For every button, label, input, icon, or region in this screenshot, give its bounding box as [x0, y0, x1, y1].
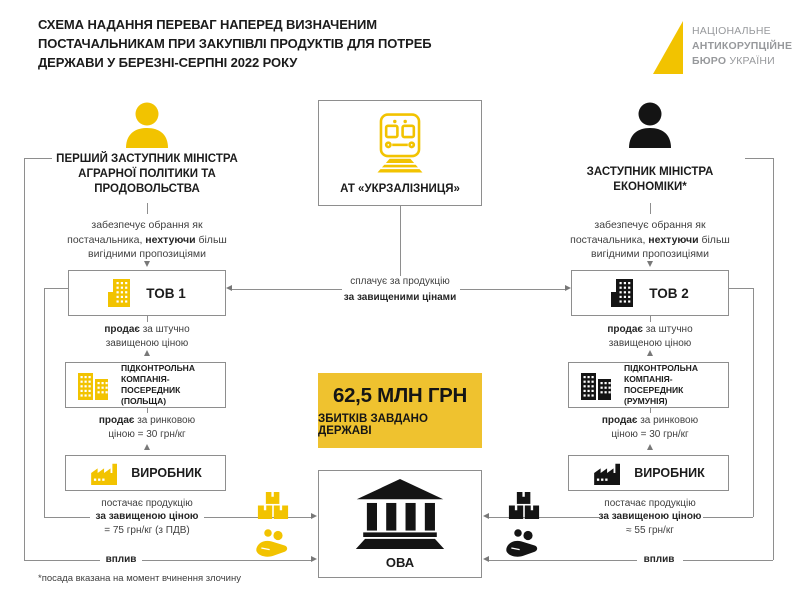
arrow-up-icon — [646, 350, 653, 356]
arrow-up-icon — [143, 350, 150, 356]
pays-label-line1: сплачує за продукцію — [350, 276, 450, 287]
right-supplies-line2: за завищеною ціною — [598, 511, 702, 522]
government-building-icon — [354, 478, 446, 549]
nabu-logo-text: НАЦІОНАЛЬНЕ АНТИКОРУПЦІЙНЕ БЮРО УКРАЇНИ — [692, 24, 792, 69]
arrow-left-icon — [226, 285, 232, 291]
right-tov-box: ТОВ 2 — [571, 270, 729, 316]
right-supplies-line1: постачає продукцію — [604, 498, 696, 509]
connector-line — [204, 517, 311, 518]
right-producer-label: ВИРОБНИК — [634, 466, 705, 480]
influence-line — [489, 560, 637, 561]
connector-line — [399, 206, 401, 276]
arrow-right-icon — [311, 513, 317, 519]
left-intermediary-label: ПІДКОНТРОЛЬНА КОМПАНІЯ-ПОСЕРЕДНИК (ПОЛЬЩ… — [121, 363, 195, 406]
arrow-down-icon — [646, 261, 653, 267]
train-icon — [372, 112, 428, 176]
hand-money-icon — [252, 528, 294, 558]
connector-line — [146, 408, 148, 413]
building-icon — [108, 279, 134, 307]
right-intermediary-label: ПІДКОНТРОЛЬНА КОМПАНІЯ-ПОСЕРЕДНИК (РУМУН… — [624, 363, 698, 406]
bracket-line — [24, 158, 25, 560]
bracket-line — [773, 158, 774, 560]
influence-line — [683, 560, 773, 561]
connector-line — [146, 203, 148, 214]
factory-icon — [592, 461, 624, 485]
left-tov-label: ТОВ 1 — [146, 285, 186, 301]
right-tov-label: ТОВ 2 — [649, 285, 689, 301]
right-official-person-icon — [627, 102, 673, 150]
right-market-label: продає за ринковою ціною = 30 грн/кг — [601, 415, 699, 440]
influence-line — [142, 560, 311, 561]
right-influence-label: вплив — [643, 554, 675, 565]
connector-line — [703, 517, 753, 518]
left-producer-label: ВИРОБНИК — [131, 466, 202, 480]
right-resells-label: продає за штучно завищеною ціною — [607, 324, 693, 349]
right-producer-box: ВИРОБНИК — [568, 455, 729, 491]
logo-line-3: БЮРО УКРАЇНИ — [692, 55, 775, 67]
buildings-icon — [581, 370, 615, 400]
bracket-line — [729, 288, 753, 289]
packages-icon — [506, 492, 542, 519]
right-intermediary-box: ПІДКОНТРОЛЬНА КОМПАНІЯ-ПОСЕРЕДНИК (РУМУН… — [568, 362, 729, 408]
right-supplies-line3: ≈ 55 грн/кг — [626, 525, 674, 536]
ova-label: ОВА — [385, 554, 415, 570]
left-official-person-icon — [124, 102, 170, 150]
left-supplies-line2: за завищеною ціною — [95, 511, 199, 522]
connector-line — [649, 316, 651, 322]
right-ensures-label: забезпечує обрання як постачальника, нех… — [570, 219, 730, 260]
left-producer-box: ВИРОБНИК — [65, 455, 226, 491]
railway-box: АТ «УКРЗАЛІЗНИЦЯ» — [318, 100, 482, 206]
bracket-line — [44, 288, 45, 517]
left-ensures-label: забезпечує обрання як постачальника, нех… — [67, 219, 227, 260]
logo-line-1: НАЦІОНАЛЬНЕ — [692, 25, 771, 37]
connector-line — [460, 289, 565, 290]
packages-icon — [255, 492, 291, 519]
arrow-right-icon — [565, 285, 571, 291]
damage-caption: ЗБИТКІВ ЗАВДАНО ДЕРЖАВІ — [318, 413, 428, 437]
connector-line — [649, 203, 651, 214]
left-tov-box: ТОВ 1 — [68, 270, 226, 316]
bracket-line — [753, 288, 754, 517]
connector-line — [44, 517, 90, 518]
left-supplies-line1: постачає продукцію — [101, 498, 193, 509]
arrow-up-icon — [143, 444, 150, 450]
pays-label-line2: за завищеними цінами — [343, 292, 457, 303]
nabu-logo-triangle-icon — [653, 21, 683, 74]
left-influence-label: вплив — [105, 554, 137, 565]
bracket-line — [44, 288, 68, 289]
ova-box: ОВА — [318, 470, 482, 578]
left-intermediary-box: ПІДКОНТРОЛЬНА КОМПАНІЯ-ПОСЕРЕДНИК (ПОЛЬЩ… — [65, 362, 226, 408]
connector-line — [146, 316, 148, 322]
left-official-title: ПЕРШИЙ ЗАСТУПНИК МІНІСТРА АГРАРНОЇ ПОЛІТ… — [56, 153, 238, 195]
footnote: *посада вказана на момент вчинення злочи… — [38, 573, 241, 584]
buildings-icon — [78, 370, 112, 400]
factory-icon — [89, 461, 121, 485]
damage-box: 62,5 МЛН ГРН ЗБИТКІВ ЗАВДАНО ДЕРЖАВІ — [318, 373, 482, 448]
logo-line-2: АНТИКОРУПЦІЙНЕ — [692, 40, 793, 52]
page-title: СХЕМА НАДАННЯ ПЕРЕВАГ НАПЕРЕД ВИЗНАЧЕНИМ… — [38, 17, 432, 70]
arrow-down-icon — [143, 261, 150, 267]
arrow-right-icon — [311, 556, 317, 562]
left-resells-label: продає за штучно завищеною ціною — [104, 324, 190, 349]
connector-line — [232, 289, 342, 290]
hand-money-icon — [502, 528, 544, 558]
arrow-left-icon — [483, 556, 489, 562]
right-official-title: ЗАСТУПНИК МІНІСТРА ЕКОНОМІКИ* — [586, 166, 714, 193]
influence-line — [24, 560, 100, 561]
connector-line — [489, 517, 599, 518]
building-icon — [611, 279, 637, 307]
connector-line — [649, 408, 651, 413]
bracket-line — [745, 158, 773, 159]
left-supplies-line3: = 75 грн/кг (з ПДВ) — [104, 525, 190, 536]
arrow-left-icon — [483, 513, 489, 519]
railway-label: АТ «УКРЗАЛІЗНИЦЯ» — [340, 182, 460, 195]
bracket-line — [24, 158, 52, 159]
arrow-up-icon — [646, 444, 653, 450]
damage-amount: 62,5 МЛН ГРН — [332, 384, 468, 407]
left-market-label: продає за ринковою ціною = 30 грн/кг — [98, 415, 196, 440]
